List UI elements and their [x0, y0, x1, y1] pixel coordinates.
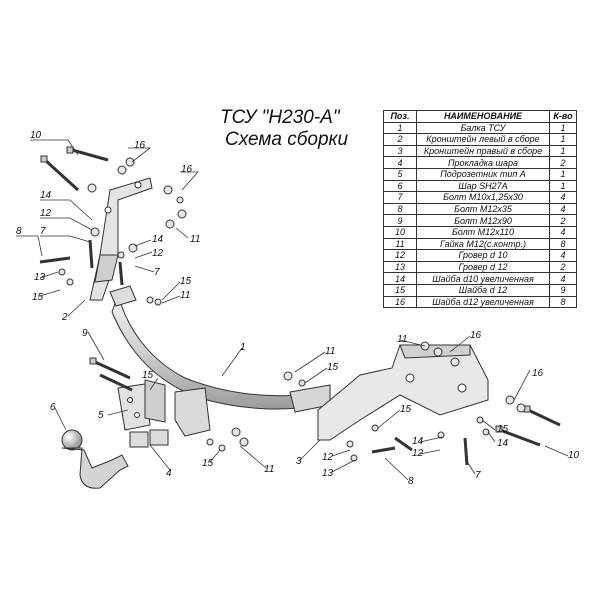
row-qty: 2 — [549, 214, 577, 227]
callout-12: 12 — [152, 248, 164, 259]
right-bracket — [317, 344, 489, 441]
row-qty: 1 — [549, 179, 577, 193]
callout-4: 4 — [166, 468, 172, 479]
callout-8: 8 — [408, 476, 414, 487]
row-qty: 4 — [549, 202, 577, 216]
callout-5: 5 — [98, 410, 104, 421]
callout-3: 3 — [296, 456, 302, 467]
callout-15: 15 — [142, 370, 154, 381]
ball-spacers — [129, 429, 169, 448]
callout-15: 15 — [180, 276, 192, 287]
callout-15: 15 — [202, 458, 214, 469]
callout-14: 14 — [40, 190, 52, 201]
bolts — [39, 146, 561, 466]
towbar-beam — [109, 285, 331, 413]
callouts: 10 16 16 14 12 7 8 13 15 2 14 12 11 7 15… — [16, 130, 580, 487]
row-qty: 1 — [549, 133, 577, 146]
callout-14: 14 — [412, 436, 424, 447]
parts-table-header: Поз. НАИМЕНОВАНИЕ К-во — [383, 110, 577, 123]
callout-10: 10 — [30, 130, 42, 141]
callout-9: 9 — [82, 328, 88, 339]
callout-7: 7 — [475, 470, 481, 481]
row-name: Болт M12x90 — [416, 214, 550, 227]
callout-16: 16 — [181, 164, 193, 175]
diagram-subtitle: Схема сборки — [225, 129, 349, 150]
callout-15: 15 — [32, 292, 44, 303]
row-name: Балка ТСУ — [416, 121, 550, 135]
callout-6: 6 — [50, 402, 56, 413]
callout-12: 12 — [322, 452, 334, 463]
row-qty: 8 — [549, 295, 577, 309]
callout-14: 14 — [497, 438, 509, 449]
callout-8: 8 — [16, 226, 22, 237]
callout-11: 11 — [180, 290, 190, 301]
row-name: Кронштейн правый в сборе — [416, 144, 550, 158]
row-pos: 2 — [383, 133, 417, 146]
callout-13: 13 — [34, 272, 46, 283]
callout-11: 11 — [190, 234, 200, 245]
callout-15: 15 — [327, 362, 339, 373]
row-pos: 10 — [383, 225, 417, 239]
callout-15: 15 — [400, 404, 412, 415]
callout-7: 7 — [154, 267, 160, 278]
row-qty: 2 — [549, 156, 577, 169]
callout-11: 11 — [264, 464, 274, 475]
callout-7: 7 — [40, 226, 46, 237]
callout-13: 13 — [322, 468, 334, 479]
leader-lines — [16, 139, 569, 481]
row-pos: 9 — [383, 214, 417, 227]
callout-10: 10 — [568, 450, 580, 461]
callout-15: 15 — [497, 424, 509, 435]
callout-14: 14 — [152, 234, 164, 245]
callout-16: 16 — [532, 368, 544, 379]
row-qty: 4 — [549, 225, 577, 239]
row-name: Шайба d12 увеличенная — [416, 295, 550, 309]
row-name: Прокладка шара — [416, 156, 550, 169]
callout-12: 12 — [40, 208, 52, 219]
row-qty: 1 — [549, 167, 577, 181]
callout-16: 16 — [134, 140, 146, 151]
callout-11: 11 — [397, 334, 407, 345]
ball-mount-plate — [144, 379, 211, 437]
callout-1: 1 — [240, 342, 246, 353]
row-qty: 1 — [549, 144, 577, 158]
row-pos: 11 — [383, 237, 417, 251]
diagram-title: ТСУ "Н230-А" — [220, 107, 340, 128]
nuts-washers — [58, 157, 526, 462]
row-qty: 4 — [549, 191, 577, 204]
tow-ball — [61, 429, 129, 489]
socket-bracket — [117, 383, 151, 431]
row-qty: 8 — [549, 237, 577, 251]
callout-12: 12 — [412, 448, 424, 459]
left-bracket — [89, 177, 153, 301]
callout-16: 16 — [470, 330, 482, 341]
callout-11: 11 — [325, 346, 335, 357]
callout-2: 2 — [61, 312, 68, 323]
row-qty: 1 — [549, 121, 577, 135]
